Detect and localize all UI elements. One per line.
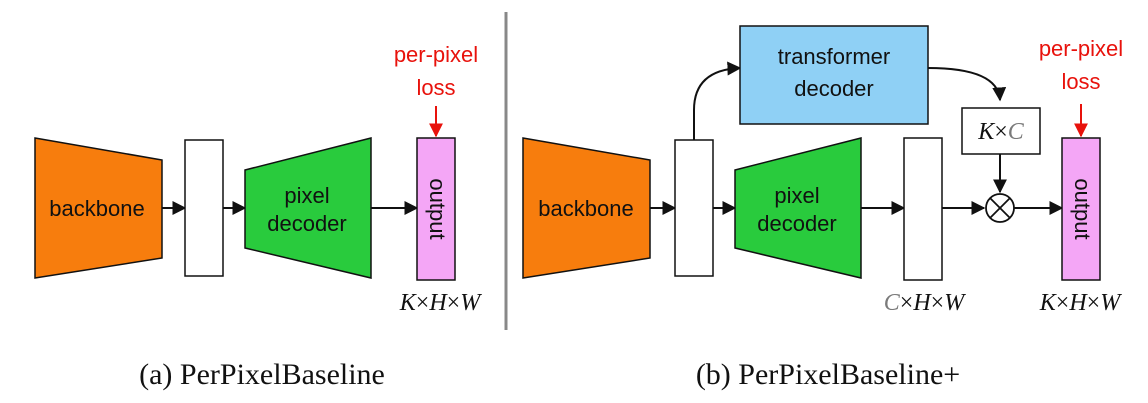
panel-a: backbone pixel decoder output per-pixel … — [34, 42, 482, 391]
transformer-decoder-block — [739, 25, 929, 125]
arrow-feature-to-transformer — [693, 61, 742, 140]
panel-b-caption: (b) PerPixelBaseline+ — [696, 358, 960, 391]
output-block — [416, 137, 456, 281]
backbone-block-b — [522, 137, 651, 279]
backbone-block — [34, 137, 163, 279]
pixel-decoder-label-line2: decoder — [267, 211, 347, 236]
backbone-feature-block-b — [674, 139, 714, 277]
kc-label: K×C — [977, 119, 1025, 145]
pixel-decoder-label: pixel — [284, 183, 329, 208]
output-block-b — [1061, 137, 1101, 281]
pixel-decoder-label-b: pixel — [774, 183, 819, 208]
panel-a-caption: (a) PerPixelBaseline — [139, 358, 385, 391]
pixel-decoder-label-b-line2: decoder — [757, 211, 837, 236]
arrow-transformer-to-kc — [927, 67, 1007, 102]
loss-label-b: per-pixel — [1039, 36, 1123, 61]
transformer-decoder-label-line2: decoder — [794, 76, 874, 101]
panel-b: backbone transformer decoder K×C pixel d… — [522, 25, 1123, 391]
per-pixel-embedding-block — [903, 137, 943, 281]
output-dims-label-b: K×H×W — [1039, 290, 1122, 316]
loss-label-line2: loss — [416, 75, 455, 100]
pixel-decoder-block — [244, 137, 372, 279]
output-label-b: output — [1070, 178, 1095, 239]
pixel-dims-label: C×H×W — [884, 290, 966, 316]
backbone-label-b: backbone — [538, 196, 633, 221]
loss-label-b-line2: loss — [1061, 69, 1100, 94]
product-operator-icon — [985, 193, 1015, 223]
backbone-feature-block — [184, 139, 224, 277]
output-label: output — [425, 178, 450, 239]
pixel-decoder-block-b — [734, 137, 862, 279]
loss-label: per-pixel — [394, 42, 478, 67]
kc-embedding-block — [961, 107, 1041, 155]
output-dims-label: K×H×W — [399, 290, 482, 316]
backbone-label: backbone — [49, 196, 144, 221]
transformer-decoder-label: transformer — [778, 44, 890, 69]
